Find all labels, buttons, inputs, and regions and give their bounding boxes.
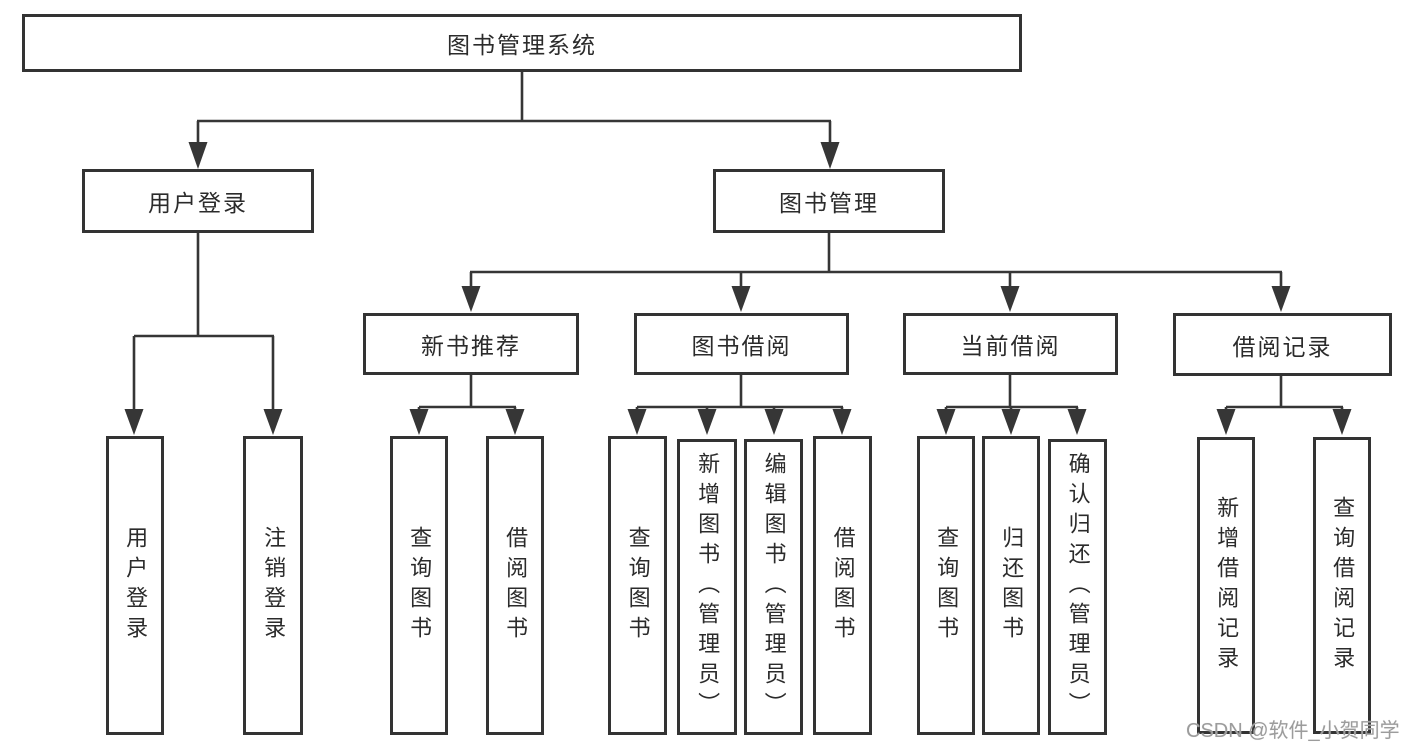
leaf-records-query-record: 查询借阅记录 <box>1313 437 1371 734</box>
csdn-watermark: CSDN @软件_小贺同学 <box>1186 720 1400 742</box>
leaf-user-login: 用户登录 <box>106 436 164 735</box>
leaf-borrow-query-books: 查询图书 <box>608 436 667 735</box>
leaf-records-add-record: 新增借阅记录 <box>1197 437 1255 734</box>
leaf-newrec-borrow-books: 借阅图书 <box>486 436 544 735</box>
node-borrowing-records: 借阅记录 <box>1173 313 1392 376</box>
node-book-management: 图书管理 <box>713 169 945 233</box>
leaf-logout: 注销登录 <box>243 436 303 735</box>
leaf-borrow-borrow-books: 借阅图书 <box>813 436 872 735</box>
node-new-book-recommendation: 新书推荐 <box>363 313 579 375</box>
leaf-current-confirm-return-admin: 确认归还（管理员） <box>1048 439 1107 735</box>
leaf-current-query-books: 查询图书 <box>917 436 975 735</box>
leaf-borrow-add-books-admin: 新增图书（管理员） <box>677 439 737 735</box>
leaf-borrow-edit-books-admin: 编辑图书（管理员） <box>744 439 803 735</box>
node-user-login: 用户登录 <box>82 169 314 233</box>
leaf-current-return-books: 归还图书 <box>982 436 1040 735</box>
node-book-borrowing: 图书借阅 <box>634 313 849 375</box>
node-library-management-system: 图书管理系统 <box>22 14 1022 72</box>
leaf-newrec-query-books: 查询图书 <box>390 436 448 735</box>
node-current-borrowing: 当前借阅 <box>903 313 1118 375</box>
